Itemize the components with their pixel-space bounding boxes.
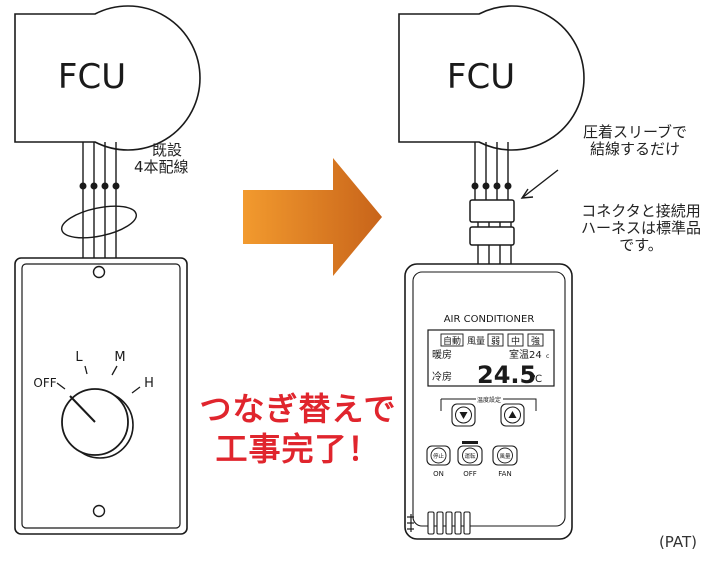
switch-off-label: OFF: [33, 376, 56, 390]
right-fcu: FCU: [398, 5, 585, 151]
switch-low-label: L: [75, 350, 83, 365]
room-temp-unit: c: [546, 353, 549, 360]
pointer-arrow-icon: [520, 169, 559, 199]
heating-label: 暖房: [432, 348, 452, 361]
mode-weak-label: 弱: [491, 336, 500, 347]
headline: つなぎ替えで 工事完了！: [199, 390, 397, 468]
transition-arrow-icon: [243, 158, 382, 276]
stop-button-face: 停止: [433, 452, 445, 460]
switch-mid-label: M: [114, 350, 125, 365]
connector-bottom: [469, 226, 515, 246]
switch-high-label: H: [144, 376, 154, 391]
fan-button-face: 風量: [499, 453, 511, 460]
left-fcu: FCU: [14, 5, 201, 151]
temp-setting-label: 温度設定: [477, 396, 501, 404]
remote-controller: AIR CONDITIONER 自動 風量 弱 中 強 暖房 室温24 c 冷房…: [404, 263, 573, 540]
run-indicator: [462, 441, 478, 444]
side-marks: [407, 514, 414, 532]
room-temp-label: 室温24: [509, 348, 542, 361]
right-wire-dots: [471, 182, 512, 190]
cooling-label: 冷房: [432, 370, 452, 383]
stop-button-caption: ON: [433, 470, 444, 478]
left-wire-dots: [79, 182, 120, 190]
mode-strong-label: 強: [531, 335, 540, 347]
bottom-screw-icon: [92, 504, 106, 518]
stop-button[interactable]: 停止: [426, 445, 451, 466]
temp-up-button[interactable]: [500, 403, 525, 427]
crimp-sleeve-note: 圧着スリーブで 結線するだけ: [582, 123, 688, 158]
existing-wiring-note: 既設 4本配線: [134, 141, 189, 176]
fan-button-caption: FAN: [498, 470, 511, 478]
remote-title: AIR CONDITIONER: [444, 314, 535, 325]
right-fcu-label: FCU: [447, 57, 515, 97]
top-screw-icon: [92, 265, 106, 279]
connector-top: [469, 199, 515, 223]
left-fcu-label: FCU: [58, 57, 126, 97]
run-button-caption: OFF: [463, 470, 477, 478]
temp-down-button[interactable]: [451, 403, 476, 427]
mode-mid-label: 中: [511, 335, 520, 347]
wall-switch-plate: OFF L M H: [14, 257, 188, 535]
mode-auto-label: 自動: [443, 335, 461, 347]
triangle-up-icon: [508, 411, 517, 418]
remote-display: [427, 329, 555, 387]
run-button-face: 運転: [464, 453, 476, 460]
credit-label: (PAT): [658, 533, 697, 551]
wire-bundle-ellipse: [61, 205, 137, 239]
mode-fan-label: 風量: [467, 336, 485, 347]
mode-row: 自動 風量 弱 中 強: [440, 333, 544, 347]
run-button[interactable]: 運転: [457, 445, 483, 466]
right-wires: [474, 142, 512, 265]
fan-button[interactable]: 風量: [492, 445, 518, 466]
set-temperature: 24.5: [477, 361, 536, 389]
triangle-down-icon: [459, 412, 468, 419]
connector-note: コネクタと接続用 ハーネスは標準品 です。: [580, 202, 701, 254]
left-wires: [82, 142, 117, 258]
set-temperature-unit: ℃: [531, 374, 542, 385]
vent-slots: [427, 511, 471, 535]
